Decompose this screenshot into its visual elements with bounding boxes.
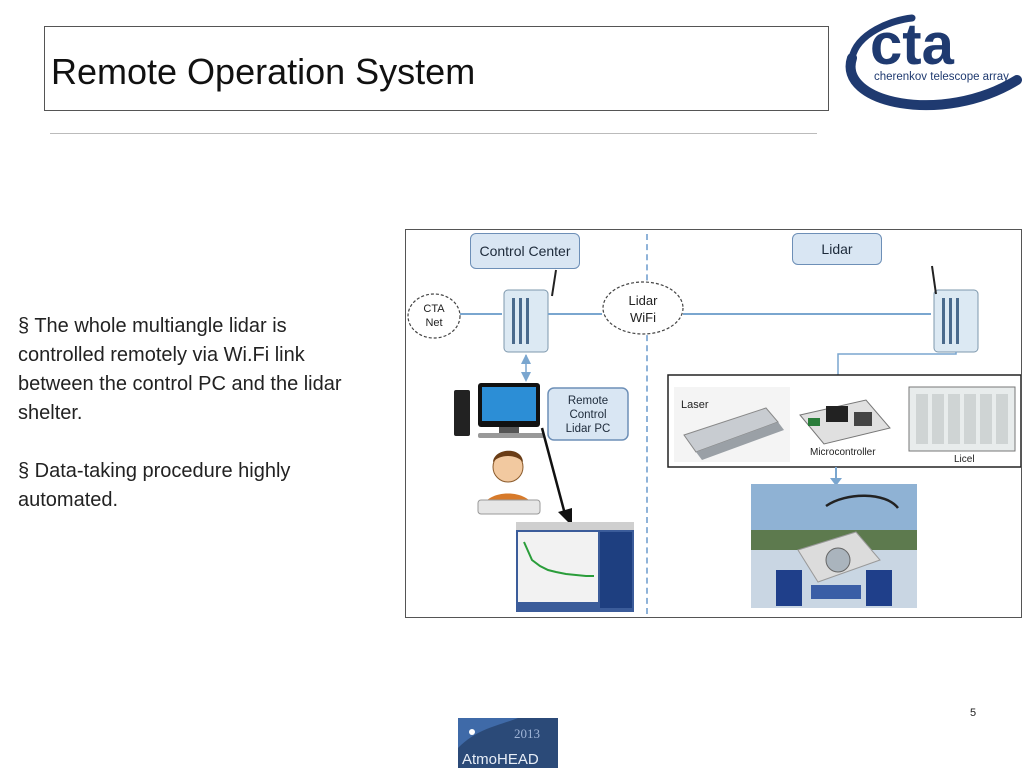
lidar-label: Lidar (792, 233, 882, 265)
microcontroller-icon (799, 399, 891, 445)
system-diagram: Control Center Lidar CTA Net Lidar WiFi (405, 229, 1022, 618)
laser-icon (674, 387, 790, 462)
logo-subtitle: cherenkov telescope array (874, 71, 1009, 83)
wifi-line1: Lidar (629, 293, 659, 308)
page-number: 5 (970, 707, 977, 719)
title-underline (50, 133, 817, 134)
licel-label: Licel (954, 454, 975, 465)
cta-logo: cta cherenkov telescope array (845, 12, 1022, 111)
router-icon (503, 269, 557, 353)
user-icon (477, 450, 541, 515)
footer-year: 2013 (514, 726, 540, 741)
remote-pc-line1: Remote (568, 395, 608, 407)
bullet-item: § The whole multiangle lidar is controll… (18, 315, 342, 424)
cta-net-line1: CTA (423, 303, 445, 315)
router-icon (931, 265, 979, 353)
bullet-item: § Data-taking procedure highly automated… (18, 460, 291, 511)
title-box: Remote Operation System (44, 26, 829, 111)
software-screenshot (516, 522, 634, 612)
licel-icon (908, 386, 1016, 452)
footer-name: AtmoHEAD (462, 751, 539, 768)
section-divider (646, 234, 648, 614)
microcontroller-label: Microcontroller (810, 447, 876, 458)
control-center-label: Control Center (470, 233, 580, 269)
bullet-list: § The whole multiangle lidar is controll… (18, 312, 378, 544)
diagram-graphics: CTA Net Lidar WiFi (407, 265, 1021, 612)
cta-net-cloud: CTA Net (407, 293, 461, 339)
remote-pc-line2: Control (569, 409, 606, 421)
telescope-photo (751, 484, 917, 608)
router-to-hardware-line (837, 352, 957, 375)
wifi-line2: WiFi (630, 310, 656, 325)
lidar-wifi-cloud: Lidar WiFi (602, 281, 684, 335)
remote-pc-line3: Lidar PC (566, 423, 611, 435)
user-to-screen-arrow (540, 427, 568, 519)
atmohead-logo: 2013 AtmoHEAD (458, 718, 558, 768)
logo-mark: cta (870, 12, 955, 77)
slide-title: Remote Operation System (51, 51, 476, 92)
cta-net-line2: Net (425, 317, 442, 329)
remote-pc-box (547, 387, 629, 441)
laser-label: Laser (681, 399, 709, 411)
computer-icon (454, 383, 544, 438)
